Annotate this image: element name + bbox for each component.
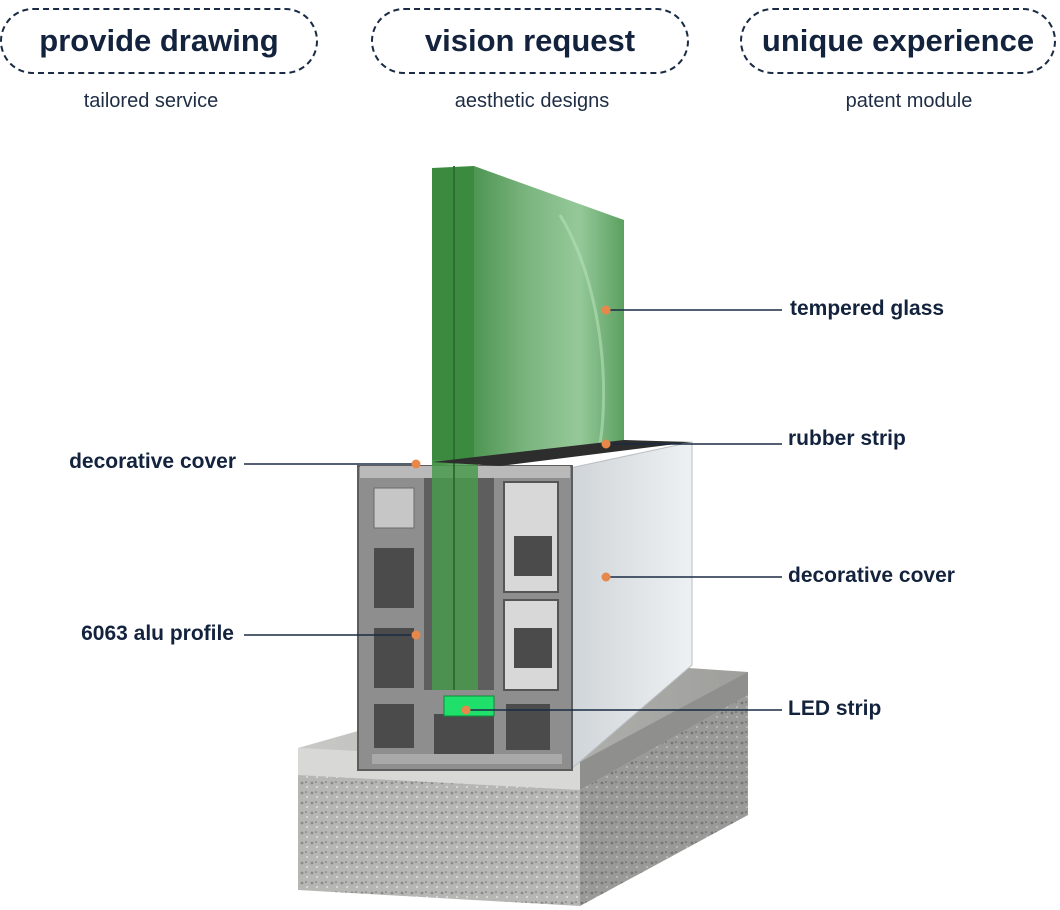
unique-experience-title: unique experience	[761, 23, 1035, 58]
provide-drawing-pill: provide drawing	[0, 8, 318, 74]
tempered-glass-panel	[432, 166, 624, 690]
tailored-service-subtitle: tailored service	[83, 90, 219, 112]
aesthetic-designs-subtitle: aesthetic designs	[454, 90, 610, 112]
led-strip-label: LED strip	[788, 697, 882, 720]
decorative-cover-left-label: decorative cover	[69, 450, 236, 473]
callout-markers	[411, 305, 611, 715]
rubber-strip-label: rubber strip	[788, 427, 906, 450]
patent-module-subtitle: patent module	[845, 90, 973, 112]
leader-lines	[244, 309, 782, 711]
provide-drawing-title: provide drawing	[39, 23, 279, 58]
rubber-strip-shape	[432, 440, 692, 466]
led-strip-light	[443, 695, 495, 717]
unique-experience-pill: unique experience	[740, 8, 1056, 74]
alu-profile-label: 6063 alu profile	[81, 622, 234, 645]
vision-request-pill: vision request	[371, 8, 689, 74]
decorative-cover-right-label: decorative cover	[788, 564, 955, 587]
vision-request-title: vision request	[424, 23, 636, 58]
tempered-glass-label: tempered glass	[790, 297, 945, 320]
